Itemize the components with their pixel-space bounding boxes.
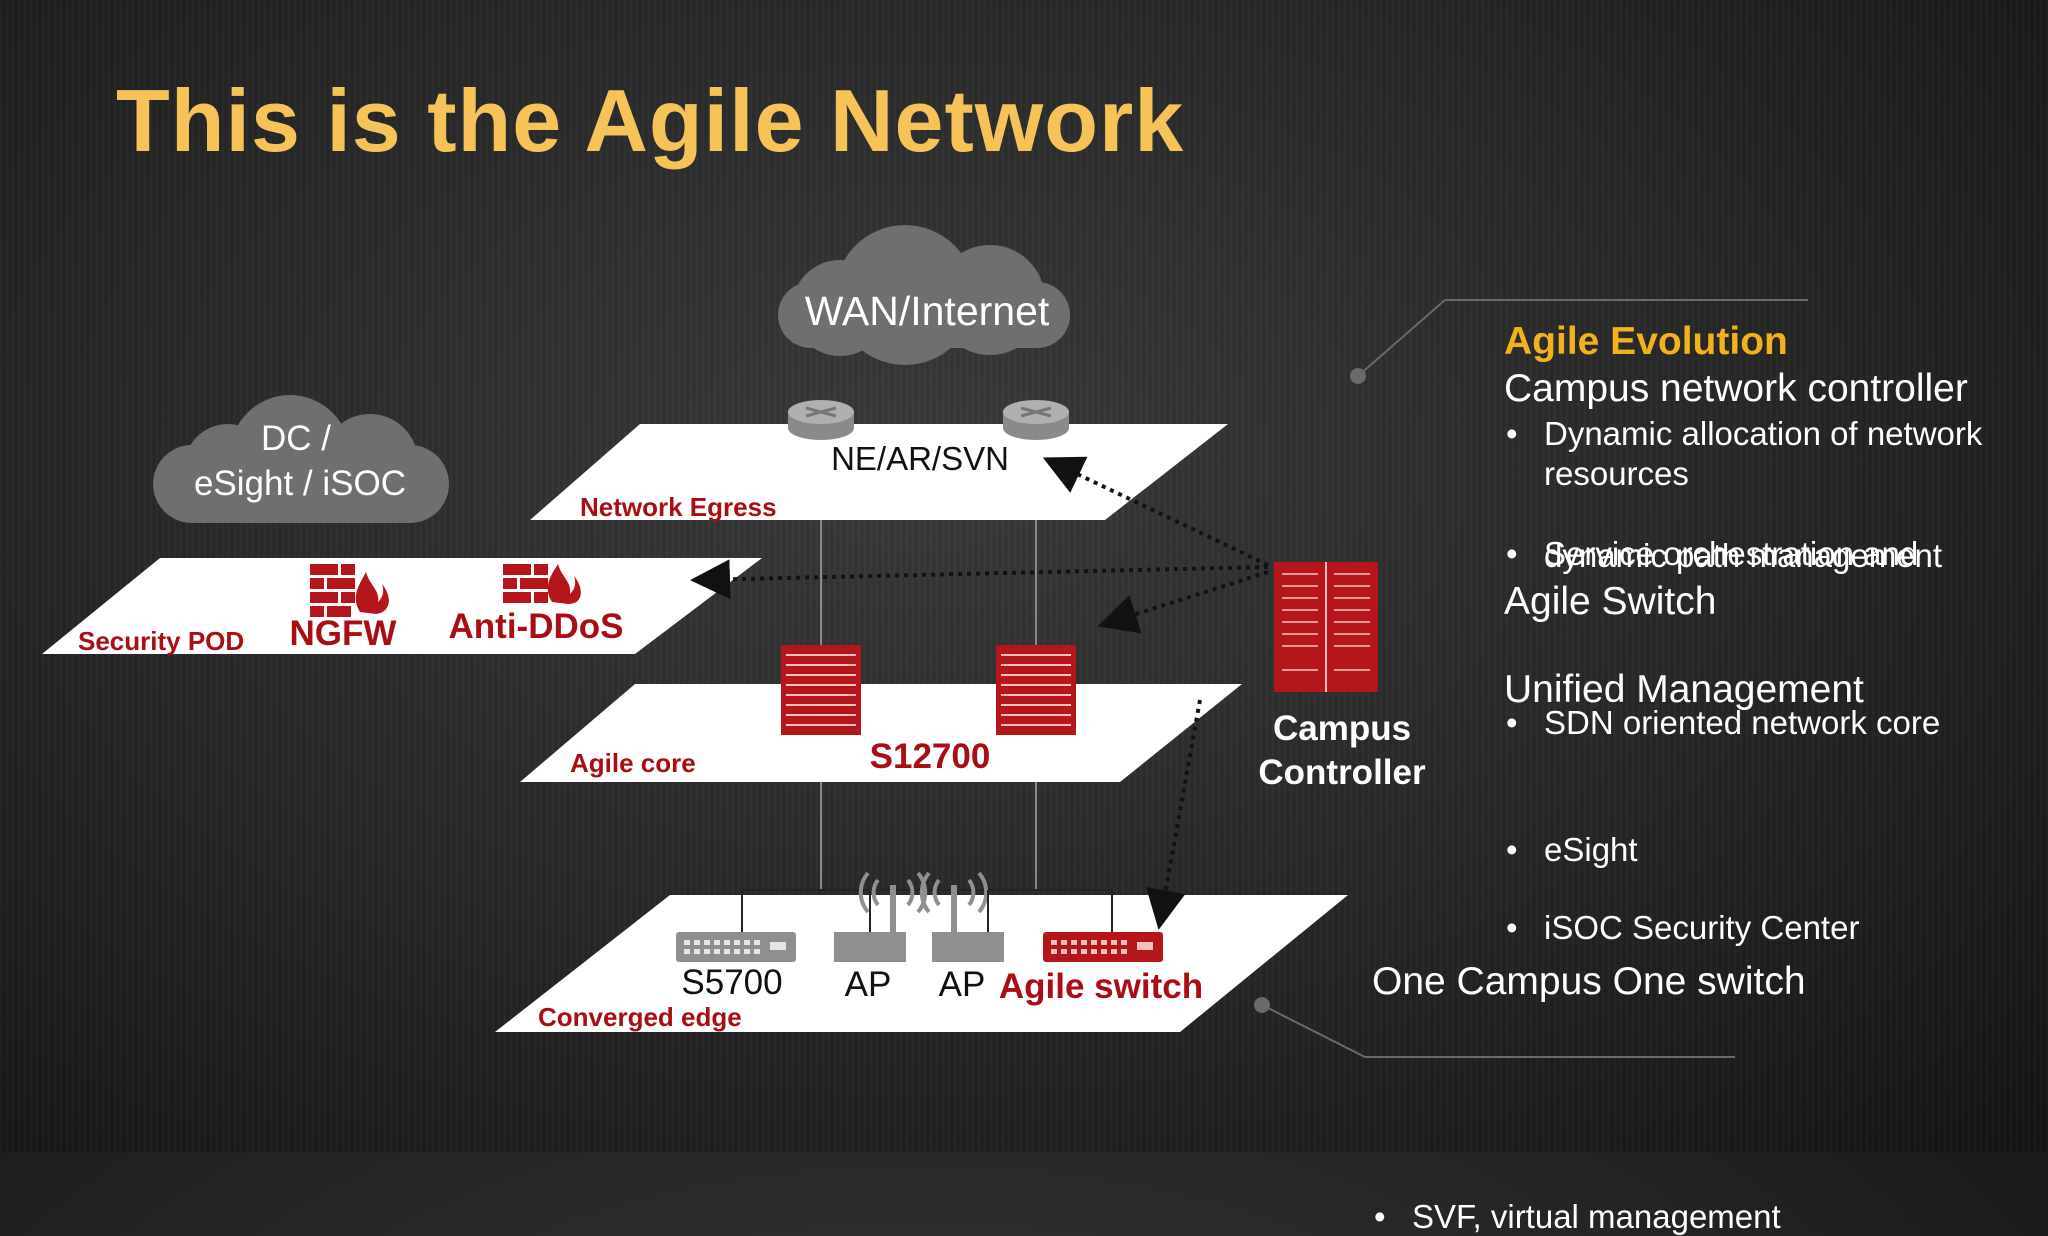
- firewall-icon: [310, 564, 389, 617]
- access-point-icon: [919, 871, 1004, 962]
- panel-bullet: SDN oriented network core: [1504, 704, 2048, 742]
- bottom-panel-bullet: SVF, virtual management: [1372, 1198, 2048, 1236]
- ap2-label: AP: [939, 965, 986, 1004]
- slide-title: This is the Agile Network: [116, 71, 1185, 170]
- security-plane-label: Security POD: [78, 626, 244, 656]
- edge-plane-label: Converged edge: [538, 1002, 742, 1032]
- panel-bullet: Dynamic allocation of network: [1504, 415, 2048, 453]
- access-switch-icon: [676, 932, 796, 962]
- panel-bullet: iSOC Security Center: [1504, 909, 2048, 947]
- ngfw-label: NGFW: [290, 614, 397, 653]
- dc-cloud-line2: eSight / iSOC: [194, 464, 406, 503]
- controller-label-line2: Controller: [1258, 753, 1426, 792]
- core-switch-icon: [781, 645, 861, 735]
- router-icon: [1003, 400, 1069, 440]
- firewall-icon: [503, 564, 581, 604]
- panel-bullet: eSight: [1504, 831, 2048, 869]
- panel-section-title: Unified Management: [1504, 668, 1864, 711]
- anti-ddos-label: Anti-DDoS: [449, 607, 624, 646]
- core-device-label: S12700: [870, 737, 991, 776]
- egress-plane-label: Network Egress: [580, 492, 777, 522]
- panel-section-title: Agile Switch: [1504, 580, 1717, 623]
- panel-bullet: Service orchestration and: [1504, 535, 2048, 573]
- core-switch-icon: [996, 645, 1076, 735]
- wan-cloud: WAN/Internet: [778, 225, 1070, 365]
- panel-bullet-continued: resources: [1544, 455, 1689, 492]
- ap1-label: AP: [845, 965, 892, 1004]
- core-plane-label: Agile core: [570, 748, 696, 778]
- dc-cloud-line1: DC /: [261, 419, 331, 458]
- panel-heading: Agile Evolution: [1504, 320, 1788, 363]
- core-plane: Agile core S12700: [520, 645, 1242, 782]
- edge-plane: Converged edge S5700 AP: [495, 871, 1348, 1032]
- network-diagram: WAN/Internet DC / eSight / iSOC Network …: [42, 225, 1808, 1058]
- campus-controller-icon: [1274, 562, 1378, 692]
- router-icon: [788, 400, 854, 440]
- callout-line-bottom: [1254, 997, 1735, 1058]
- dc-cloud: DC / eSight / iSOC: [153, 395, 449, 523]
- egress-device-label: NE/AR/SVN: [831, 440, 1009, 477]
- s5700-label: S5700: [681, 963, 782, 1002]
- panel-bullet-continued: dynamic path management: [1544, 537, 1943, 574]
- wan-cloud-label: WAN/Internet: [805, 288, 1050, 334]
- panel-section-title: Campus network controller: [1504, 367, 1968, 410]
- control-arrows: [690, 456, 1269, 930]
- callout-line-top: [1350, 299, 1808, 384]
- egress-plane: Network Egress NE/AR/SVN: [530, 400, 1228, 522]
- bottom-panel-title: One Campus One switch: [1372, 960, 1806, 1003]
- agile-switch-label: Agile switch: [999, 967, 1203, 1006]
- access-point-icon: [834, 871, 928, 962]
- security-plane: Security POD NGFW Anti-DDoS: [42, 558, 762, 656]
- controller-label-line1: Campus: [1273, 709, 1411, 748]
- agile-switch-icon: [1043, 932, 1163, 962]
